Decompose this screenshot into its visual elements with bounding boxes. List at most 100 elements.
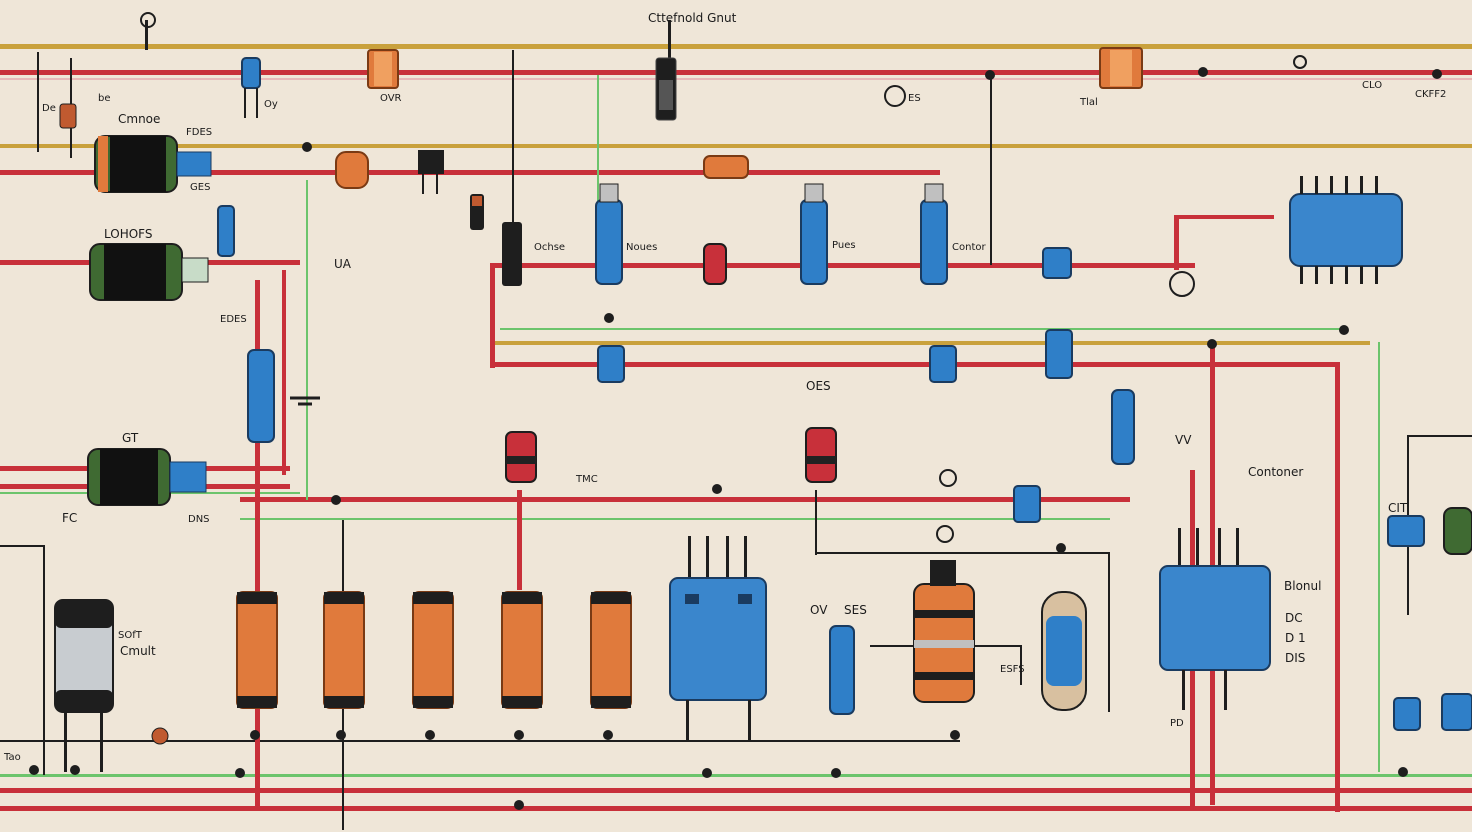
bottom-red-rail-2 [0,806,1472,811]
blue-fuse [1041,591,1087,711]
junction-dot [1398,767,1408,777]
lower-red-rail [240,497,1130,502]
blue-ic-module [1159,528,1271,710]
bottom-black-rail [0,740,960,742]
small-resistor [703,155,749,179]
red-capacitor [805,427,837,483]
blue-coil [595,183,623,285]
v-green-1 [1378,342,1380,772]
v-red-3 [490,263,495,368]
bottom-green-rail [0,774,1472,777]
inline-capacitor [367,49,399,89]
text-labels: Cttefnold Gnut CLO CKFF2 Tlal OVR Oy ES … [3,11,1446,763]
mid-gold-rail [495,341,1370,345]
v-green-3 [306,180,308,500]
label-clo: CLO [1362,80,1382,91]
h-black-10 [0,545,45,547]
junction-dot [702,768,712,778]
blue-coil [217,205,235,257]
junction-dot [302,142,312,152]
ground-symbol [290,396,320,406]
junction-dot [1198,67,1208,77]
inline-capacitor [1099,47,1143,89]
junction-dot [250,730,260,740]
label-tmc: TMC [575,474,598,485]
small-blue-cap [1393,697,1421,731]
label-dns: DNS [188,514,210,525]
label-tal: Tlal [1079,97,1098,108]
label-oy: Oy [264,99,278,110]
ammeter-symbol [140,12,156,28]
meter-symbol [1169,271,1195,297]
junction-dot [604,313,614,323]
blue-coil-inline [1387,515,1425,547]
v-black-5 [990,75,992,265]
orange-capacitor-5 [590,591,632,709]
junction-dot [425,730,435,740]
blue-coil [247,349,275,443]
striped-capacitor [913,560,975,703]
label-ckff2: CKFF2 [1415,89,1446,100]
meter-symbol [884,85,906,107]
junction-dot [29,765,39,775]
label-d1: D 1 [1285,631,1306,645]
junction-dot [712,484,722,494]
v-red-2 [282,270,286,475]
label-contor: Contor [952,242,986,253]
h-black-9 [1407,435,1472,437]
label-ovr: OVR [380,93,402,104]
label-ov: OV [810,603,828,617]
junction-dot [603,730,613,740]
label-pd: PD [1170,718,1184,729]
label-oes: OES [806,379,831,393]
top-red-rail-lower [0,78,1472,80]
junction-dot [1339,325,1349,335]
label-de: De [42,103,56,114]
junction-dot [1207,339,1217,349]
label-pues: Pues [832,240,856,251]
blue-coil-inline [1045,329,1073,379]
label-dc: DC [1285,611,1303,625]
small-resistor-dot [151,727,169,745]
mid-red-rail-lower [495,362,1340,367]
top-red-rail [0,70,1472,75]
label-be: be [98,93,111,104]
wires [0,20,1472,830]
junction-dot [985,70,995,80]
junction-dot [1056,543,1066,553]
v-black-10 [43,545,45,775]
label-lohofs: LOHOFS [104,227,152,241]
label-fc: FC [62,511,77,525]
label-ses: SES [844,603,867,617]
junction-dot [831,768,841,778]
small-blue-cap [1441,693,1472,731]
mid-red-rail [495,263,1195,268]
small-chip [418,150,444,194]
small-transistor [655,57,677,121]
v-black-3 [512,50,514,260]
junction-dot [1432,69,1442,79]
label-blonu: Blonul [1284,579,1321,593]
blue-coil [829,625,855,715]
orange-capacitor-4 [501,591,543,709]
label-ges: GES [190,182,210,193]
junction-dots [29,67,1442,810]
blue-coil-inline [1013,485,1041,523]
junction-dot [336,730,346,740]
label-gt: GT [122,431,139,445]
meter-symbol [936,525,954,543]
label-noues: Noues [626,242,657,253]
h-black-6 [815,552,1110,554]
label-contoner: Contoner [1248,465,1303,479]
label-dis: DIS [1285,651,1305,665]
electrolytic-capacitor-top-left [94,135,212,193]
blue-coil-inline [1042,247,1072,279]
junction-dot [950,730,960,740]
v-red-1 [255,280,260,810]
label-cmnoe: Cmnoe [118,112,160,126]
orange-capacitor-2 [323,591,365,709]
blue-coil [800,183,828,285]
label-sort: SOfT [118,630,143,641]
lower-green-rail-2 [240,518,1110,520]
